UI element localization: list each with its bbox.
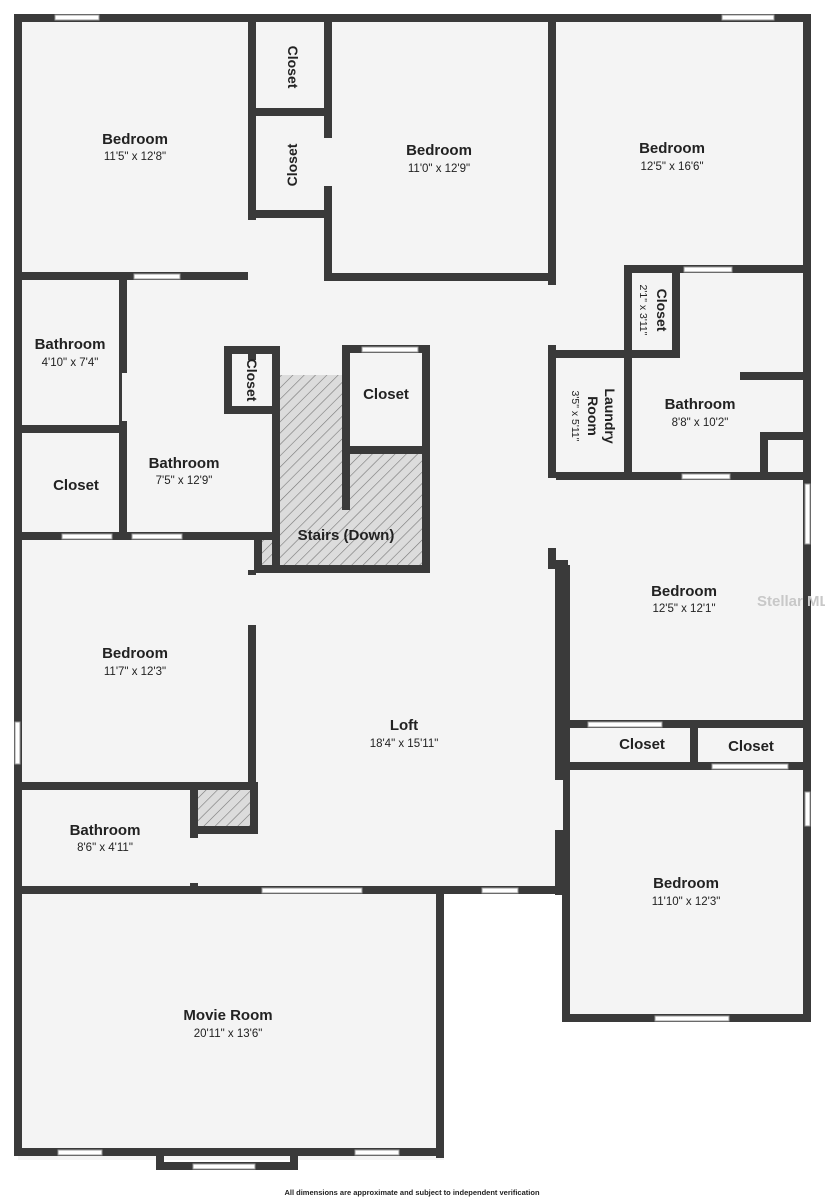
floor-areas [18,14,809,1160]
room-dim-bathroom-e: 8'8" x 10'2" [672,417,729,429]
room-name-closet-w: Closet [53,477,99,494]
room-name-closet-e2: Closet [728,738,774,755]
room-name-closet-e1: Closet [619,736,665,753]
room-name-bedroom-w: Bedroom [102,645,168,662]
room-dim-bedroom-n: 11'0" x 12'9" [408,163,470,175]
room-dim-bathroom-mid: 7'5" x 12'9" [156,475,213,487]
room-name-bathroom-w: Bathroom [35,336,106,353]
room-name-closet-b: Closet [284,143,300,186]
room-name-closet-stair: Closet [363,386,409,403]
room-name-bedroom-n: Bedroom [406,142,472,159]
watermark: Stellar MLS [757,593,825,610]
room-name-stairs: Stairs (Down) [298,527,395,544]
room-name-bedroom-e: Bedroom [651,583,717,600]
hatched-areas [196,375,424,828]
room-dim-bedroom-e: 12'5" x 12'1" [652,603,715,615]
room-name-closet-small: Closet [244,359,260,402]
room-dim-movie-room: 20'11" x 13'6" [194,1028,263,1040]
openings [122,138,563,883]
room-dim-laundry: 3'5" x 5'11" [569,391,581,442]
room-name-loft: Loft [390,717,418,734]
room-name-bedroom-nw: Bedroom [102,131,168,148]
room-name-laundry-line2: Room [585,396,601,436]
room-dim-bathroom-w: 4'10" x 7'4" [42,357,99,369]
room-name-laundry-line1: Laundry [602,388,618,443]
room-name-bathroom-sw: Bathroom [70,822,141,839]
stairs-hatch [280,375,344,568]
shaft-hatch [196,790,254,828]
room-name-movie-room: Movie Room [183,1007,272,1024]
room-name-bathroom-e: Bathroom [665,396,736,413]
footer-disclaimer: All dimensions are approximate and subje… [284,1188,539,1197]
room-dim-bedroom-se: 11'10" x 12'3" [652,896,721,908]
room-dim-bathroom-sw: 8'6" x 4'11" [77,842,133,854]
room-dim-bedroom-w: 11'7" x 12'3" [104,666,166,678]
room-dim-bedroom-ne: 12'5" x 16'6" [640,161,703,173]
room-dim-loft: 18'4" x 15'11" [370,738,439,750]
room-name-closet-a: Closet [285,46,301,89]
room-name-bedroom-se: Bedroom [653,875,719,892]
room-dim-bedroom-nw: 11'5" x 12'8" [104,151,166,163]
stairs-hatch-lower [344,450,424,568]
room-labels: Bedroom 11'5" x 12'8" Bedroom 11'0" x 12… [35,46,774,1040]
room-name-bathroom-mid: Bathroom [149,455,220,472]
room-name-bedroom-ne: Bedroom [639,140,705,157]
room-dim-closet-c: 2'1" x 3'11" [637,285,649,336]
windows [14,14,811,1170]
room-name-closet-c: Closet [654,289,670,332]
